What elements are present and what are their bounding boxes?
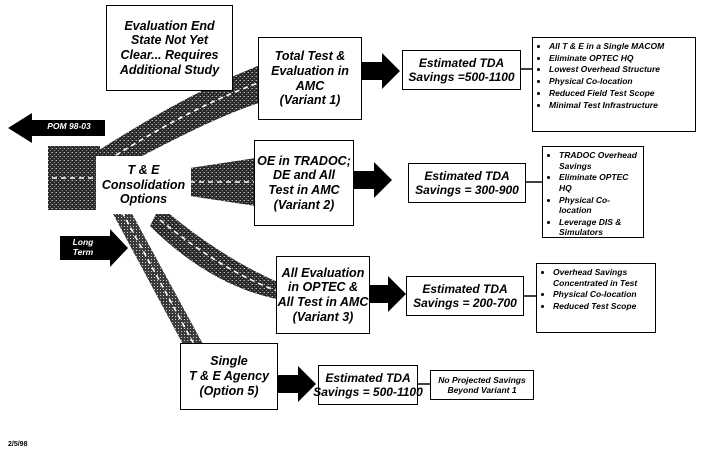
fan-band-option-5 <box>112 210 204 350</box>
variant-3-line-1: All Evaluation <box>281 265 365 280</box>
note-line-1: Evaluation End <box>124 18 215 33</box>
bullet-item: Reduced Test Scope <box>553 301 651 312</box>
center-line-2: Consolidation <box>101 177 186 192</box>
variant-2-box: OE in TRADOC; DE and All Test in AMC (Va… <box>254 140 354 226</box>
pom-arrow-label: POM 98-03 <box>47 121 91 131</box>
bullet-item: Physical Co-location <box>549 76 691 88</box>
tda-1-line-1: Estimated TDA <box>418 55 505 70</box>
bullet-item: TRADOC Overhead Savings <box>559 150 639 171</box>
bullet-item: Minimal Test Infrastructure <box>549 100 691 112</box>
option-5-box: Single T & E Agency (Option 5) <box>180 343 278 410</box>
tda-3-line-1: Estimated TDA <box>422 281 508 296</box>
bullet-item: Physical Co-location <box>559 195 639 216</box>
evaluation-note-box: Evaluation End State Not Yet Clear... Re… <box>106 5 233 91</box>
bullet-item: Reduced Field Test Scope <box>549 88 691 100</box>
tda-5-line-1: Estimated TDA <box>325 370 411 385</box>
variant-1-line-3: AMC <box>295 78 325 93</box>
dashed-line-1 <box>107 79 267 161</box>
consolidation-options-box: T & E Consolidation Options <box>96 156 191 214</box>
tda-box-variant-2: Estimated TDA Savings = 300-900 <box>408 163 526 203</box>
tda-box-variant-3: Estimated TDA Savings = 200-700 <box>406 276 524 316</box>
arrow-option-5 <box>278 366 316 402</box>
variant-3-line-4: (Variant 3) <box>292 309 354 324</box>
bullet-list-variant-1: All T & E in a Single MACOM Eliminate OP… <box>532 37 696 132</box>
tda-2-line-1: Estimated TDA <box>424 168 510 183</box>
variant-2-line-2: DE and All <box>272 168 336 183</box>
option-5-note-line-2: Beyond Variant 1 <box>447 385 517 395</box>
bullet-item: Physical Co-location <box>553 289 651 300</box>
fan-band-variant-2 <box>190 158 256 206</box>
variant-3-line-3: All Test in AMC <box>277 295 369 309</box>
tda-box-variant-1: Estimated TDA Savings =500-1100 <box>402 50 521 90</box>
dashed-line-4 <box>121 211 197 349</box>
center-line-1: T & E <box>127 162 160 177</box>
dashed-line-3 <box>159 219 281 293</box>
tda-3-line-2: Savings = 200-700 <box>413 296 517 310</box>
bullet-item: Leverage DIS & Simulators <box>559 217 639 238</box>
long-term-arrow-label: Long Term <box>60 237 106 258</box>
arrow-variant-2 <box>354 162 392 198</box>
date-stamp: 2/5/98 <box>8 441 28 448</box>
tda-1-line-2: Savings =500-1100 <box>408 70 515 84</box>
bullet-item: All T & E in a Single MACOM <box>549 41 691 53</box>
note-line-2: State Not Yet <box>130 33 209 48</box>
variant-2-line-3: Test in AMC <box>268 183 340 197</box>
arrow-variant-1 <box>362 53 400 89</box>
note-line-4: Additional Study <box>119 62 220 77</box>
long-term-line-1: Long <box>72 237 94 247</box>
long-term-arrow <box>60 229 128 267</box>
option-5-note-box: No Projected Savings Beyond Variant 1 <box>430 370 534 400</box>
bullet-list-variant-3: Overhead Savings Concentrated in Test Ph… <box>536 263 656 333</box>
option-5-line-3: (Option 5) <box>199 383 259 398</box>
variant-1-line-4: (Variant 1) <box>279 93 341 108</box>
bullet-item: Eliminate OPTEC HQ <box>549 53 691 65</box>
variant-3-box: All Evaluation in OPTEC & All Test in AM… <box>276 256 370 334</box>
note-line-3: Clear... Requires <box>120 48 219 62</box>
pom-arrow <box>8 113 105 143</box>
long-term-line-2: Term <box>72 246 94 257</box>
option-5-note-line-1: No Projected Savings <box>438 374 526 385</box>
variant-2-line-4: (Variant 2) <box>273 197 335 212</box>
bullet-item: Eliminate OPTEC HQ <box>559 172 639 193</box>
arrow-variant-3 <box>370 276 406 312</box>
variant-1-box: Total Test & Evaluation in AMC (Variant … <box>258 37 362 120</box>
center-line-3: Options <box>119 192 168 207</box>
tda-box-option-5: Estimated TDA Savings = 500-1100 <box>313 365 423 405</box>
tda-5-line-2: Savings = 500-1100 <box>313 385 423 399</box>
bullet-item: Lowest Overhead Structure <box>549 64 691 76</box>
option-5-line-1: Single <box>210 354 248 369</box>
tda-2-line-2: Savings = 300-900 <box>415 183 519 197</box>
fan-band-variant-3 <box>150 206 282 300</box>
variant-1-line-2: Evaluation in <box>271 63 349 78</box>
bullet-list-variant-2: TRADOC Overhead Savings Eliminate OPTEC … <box>542 146 644 238</box>
variant-2-line-1: OE in TRADOC; <box>257 153 351 168</box>
variant-1-line-1: Total Test & <box>274 49 346 63</box>
variant-3-line-2: in OPTEC & <box>287 280 359 295</box>
option-5-line-2: T & E Agency <box>188 369 270 384</box>
bullet-item: Overhead Savings Concentrated in Test <box>553 267 651 288</box>
